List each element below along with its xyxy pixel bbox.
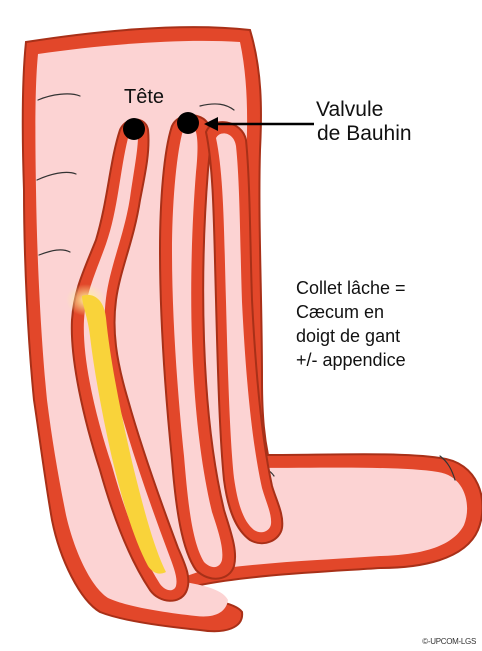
label-valvule-line-1: Valvule [316, 98, 412, 122]
label-collet-lache: Collet lâche = Cæcum en doigt de gant +/… [296, 276, 406, 372]
label-valvule-de-bauhin: Valvule de Bauhin [316, 98, 412, 146]
valve-marker-dot [177, 112, 199, 134]
copyright-notice: ©-UPCOM-LGS [422, 637, 476, 646]
label-collet-line-3: doigt de gant [296, 324, 406, 348]
head-marker-dot [123, 118, 145, 140]
label-valvule-line-2: de Bauhin [316, 122, 412, 146]
label-collet-line-1: Collet lâche = [296, 276, 406, 300]
label-tete: Tête [124, 86, 164, 109]
label-collet-line-4: +/- appendice [296, 348, 406, 372]
label-collet-line-2: Cæcum en [296, 300, 406, 324]
